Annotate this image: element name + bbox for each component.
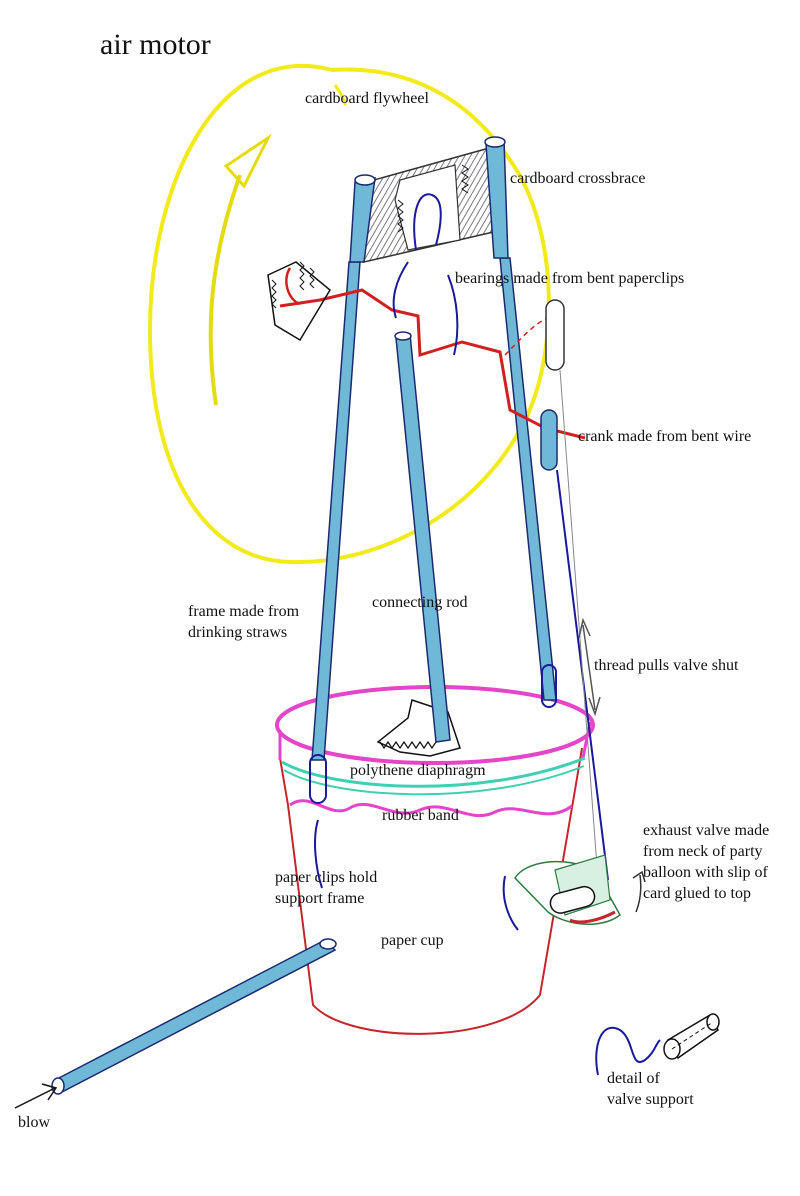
label-paper-clips: paper clips hold support frame bbox=[275, 869, 378, 907]
blow-straw bbox=[51, 938, 337, 1095]
label-rubber-band: rubber band bbox=[382, 807, 459, 824]
flywheel-hub bbox=[267, 261, 331, 342]
exhaust-valve bbox=[502, 854, 621, 931]
bearing-clip-left bbox=[392, 261, 409, 319]
label-valve-detail: detail of valve support bbox=[607, 1070, 694, 1108]
label-crank: crank made from bent wire bbox=[578, 428, 752, 445]
label-diaphragm: polythene diaphragm bbox=[350, 762, 486, 779]
label-bearings: bearings made from bent paperclips bbox=[455, 270, 685, 287]
diagram-title: air motor bbox=[100, 28, 211, 61]
bearing-clip-right bbox=[447, 274, 459, 356]
flywheel-circle bbox=[147, 63, 551, 565]
label-blow: blow bbox=[18, 1114, 50, 1131]
thread-line bbox=[556, 369, 609, 881]
label-crossbrace: cardboard crossbrace bbox=[510, 170, 646, 187]
valve-support-post bbox=[545, 299, 565, 371]
crank-straw-clip bbox=[540, 409, 558, 471]
valve-detail-sketch bbox=[595, 1013, 720, 1076]
frame-straw-top-right bbox=[484, 136, 509, 259]
label-thread: thread pulls valve shut bbox=[594, 657, 739, 674]
connecting-rod bbox=[394, 331, 451, 743]
crank-wire bbox=[279, 288, 586, 440]
rubber-band bbox=[281, 756, 586, 796]
label-frame: frame made from drinking straws bbox=[188, 603, 300, 641]
blow-arrow-icon bbox=[14, 1083, 58, 1109]
label-paper-cup: paper cup bbox=[381, 932, 444, 949]
crossbrace bbox=[355, 144, 503, 263]
frame-straw-top-left bbox=[349, 174, 376, 263]
label-exhaust-valve: exhaust valve made from neck of party ba… bbox=[643, 822, 770, 902]
valve-swing-arrow-icon bbox=[632, 870, 646, 913]
clip-left-lower bbox=[309, 754, 327, 889]
label-flywheel: cardboard flywheel bbox=[305, 90, 429, 107]
label-connecting-rod: connecting rod bbox=[372, 594, 468, 611]
clip-right-lower bbox=[541, 664, 557, 708]
frame-straw-left bbox=[311, 261, 361, 761]
rotation-arrow-icon bbox=[208, 133, 272, 406]
thread-direction-arrow-icon bbox=[578, 617, 601, 717]
